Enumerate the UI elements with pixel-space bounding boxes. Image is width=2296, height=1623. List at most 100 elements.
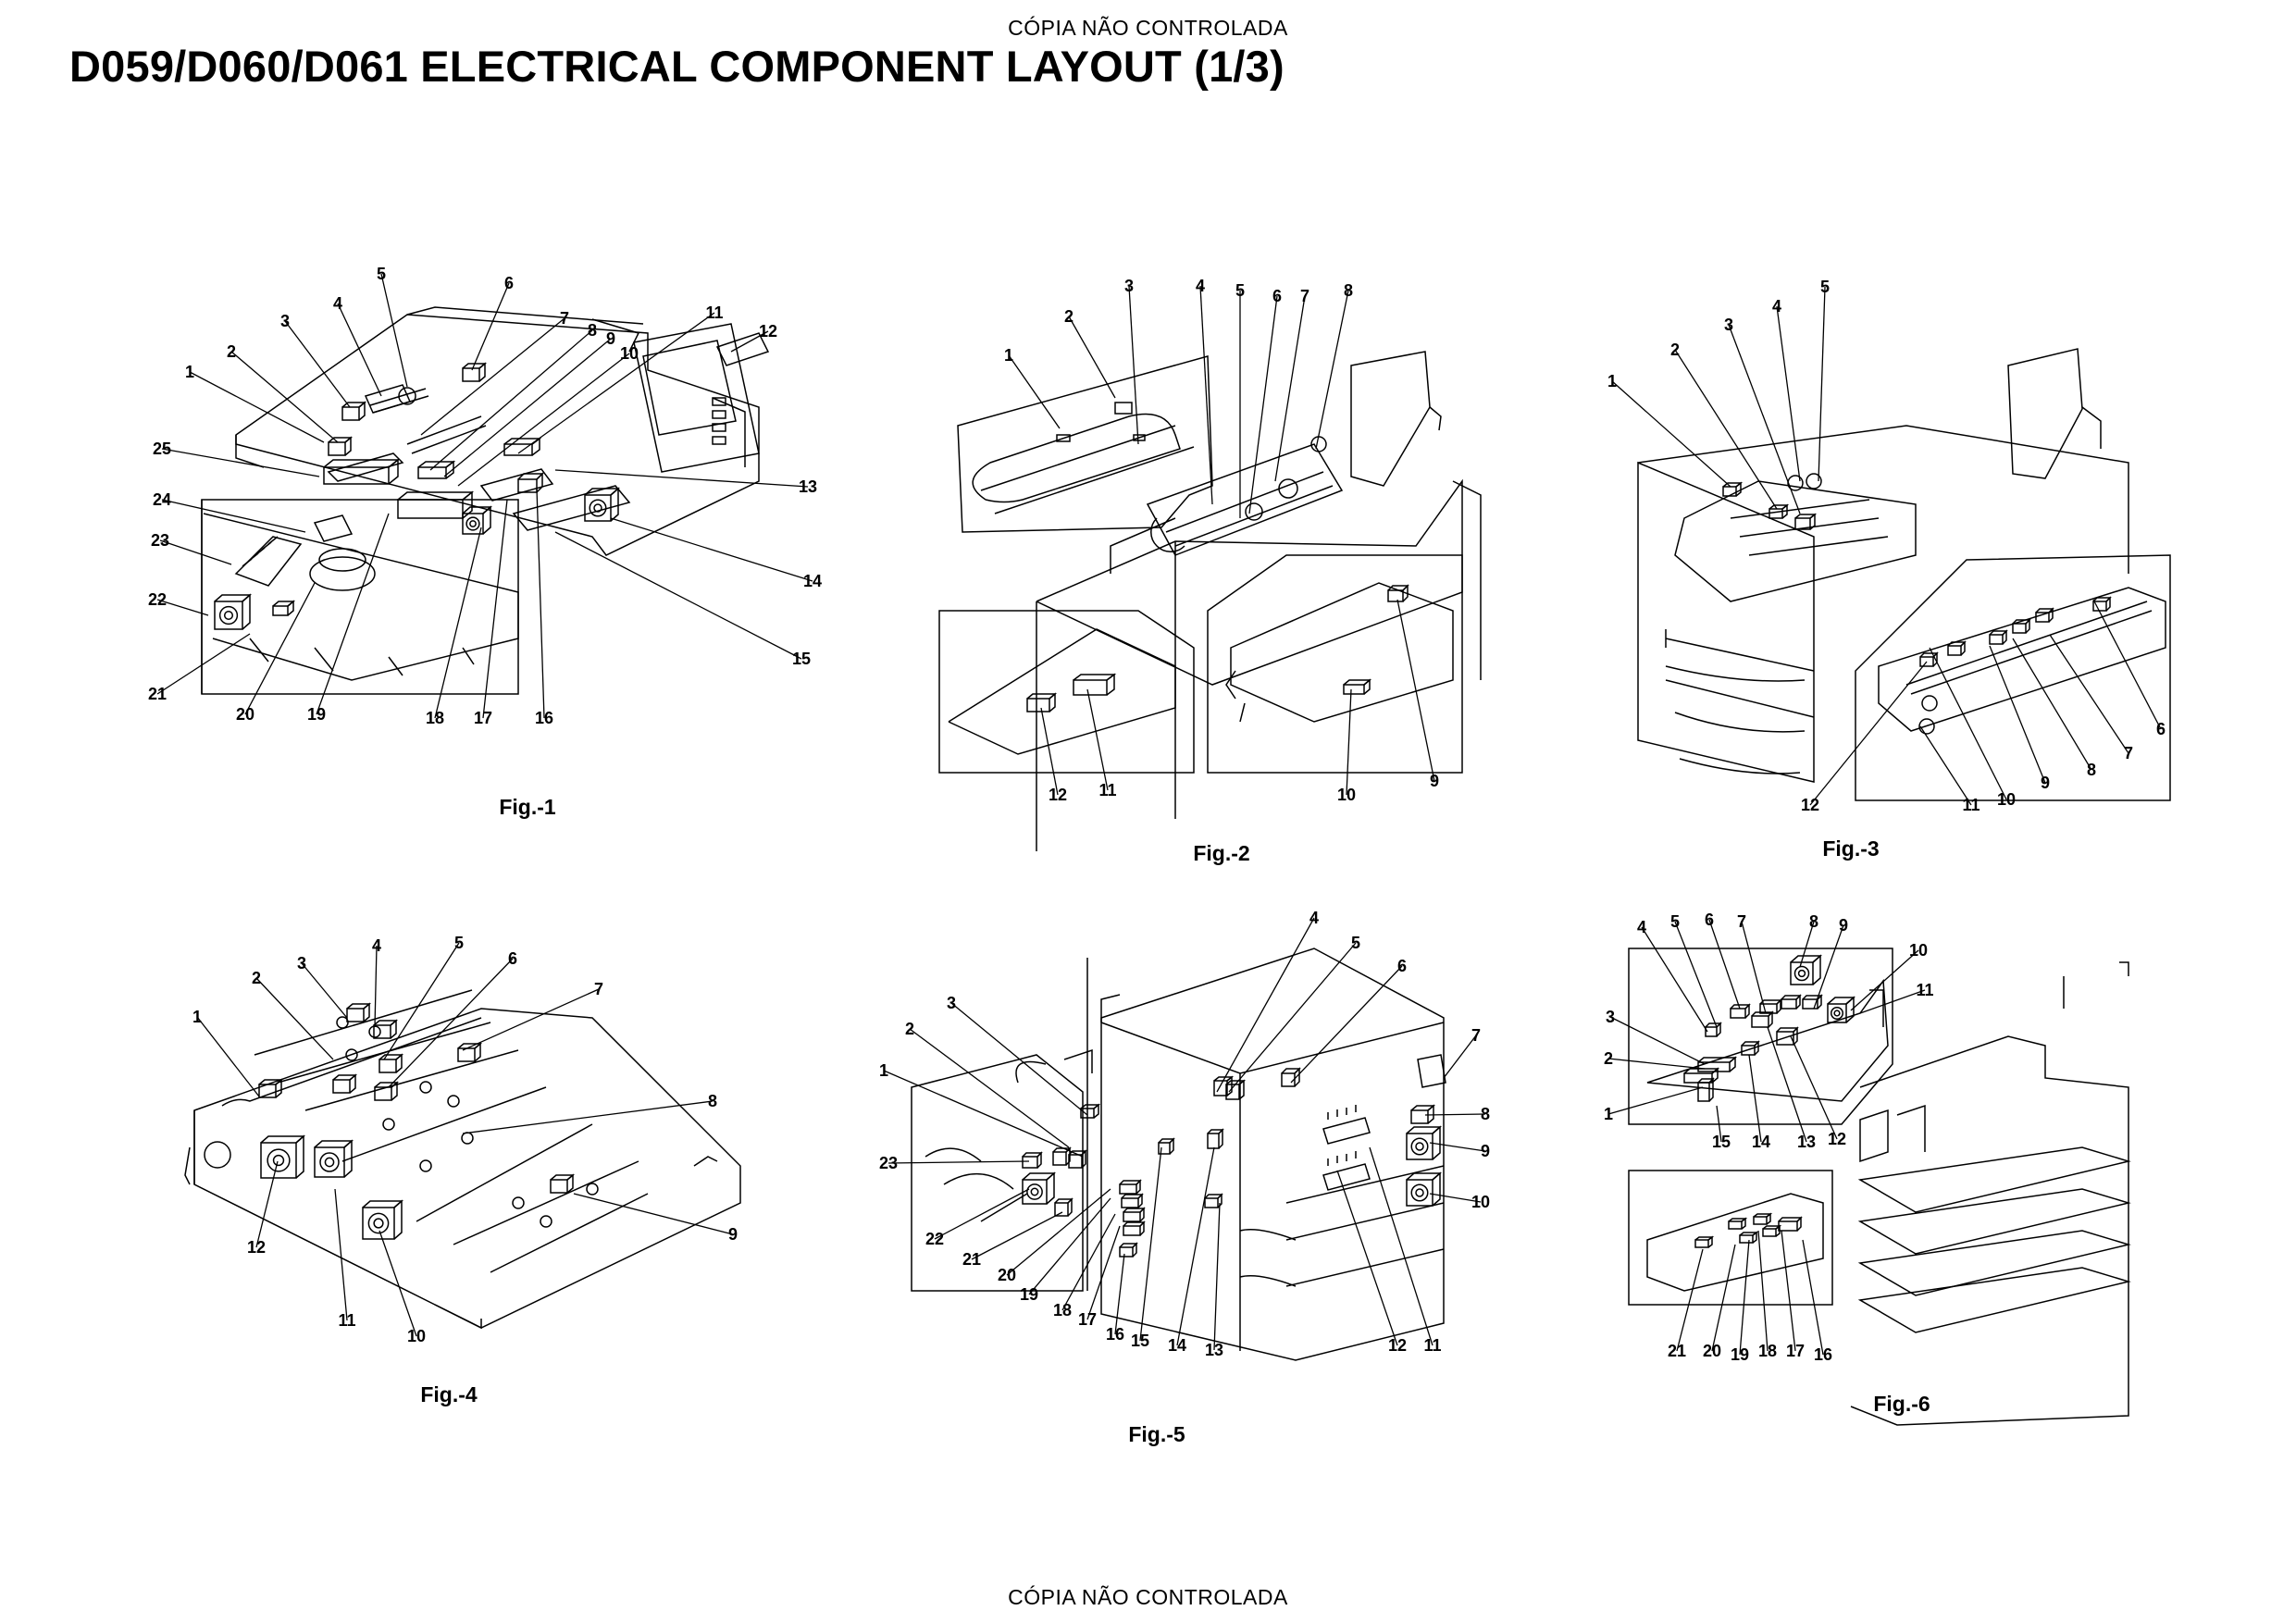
callout-fig6-16: 16: [1814, 1345, 1832, 1364]
callout-fig4-7: 7: [594, 980, 603, 998]
fig2-drawing: [938, 351, 1482, 851]
callout-fig6-11: 11: [1916, 981, 1933, 999]
callout-fig6-19: 19: [1731, 1345, 1749, 1364]
leader-line: [457, 353, 630, 487]
callout-fig6-13: 13: [1797, 1133, 1816, 1151]
callout-fig4-2: 2: [252, 969, 261, 987]
leader-line: [1728, 324, 1801, 514]
leader-line: [471, 282, 510, 371]
callout-fig2-11: 11: [1098, 781, 1116, 799]
leader-line: [934, 1188, 1030, 1240]
callout-fig5-22: 22: [925, 1230, 944, 1248]
figure-caption-6: Fig.-6: [1873, 1392, 1930, 1416]
leader-line: [161, 448, 320, 477]
leader-line: [196, 1016, 260, 1097]
callout-fig3-6: 6: [2156, 720, 2166, 738]
leader-line: [1061, 1213, 1116, 1311]
leader-line: [443, 338, 612, 477]
leader-line: [1274, 295, 1306, 482]
callout-fig6-12: 12: [1828, 1130, 1846, 1148]
callout-fig6-10: 10: [1909, 941, 1928, 960]
fig4-drawing: [184, 989, 741, 1330]
callout-fig3-7: 7: [2124, 744, 2133, 762]
leader-line: [230, 351, 339, 443]
callout-fig2-6: 6: [1272, 287, 1282, 305]
callout-fig1-24: 24: [153, 490, 171, 509]
leader-line: [1424, 1113, 1486, 1116]
leader-line: [950, 1002, 1088, 1116]
callout-fig1-25: 25: [153, 440, 171, 458]
watermark-bottom: CÓPIA NÃO CONTROLADA: [1008, 1585, 1288, 1609]
callout-fig2-8: 8: [1344, 281, 1353, 300]
callout-fig5-23: 23: [879, 1154, 898, 1172]
fig3-drawing: [1637, 348, 2171, 801]
leader-line: [1086, 1225, 1121, 1320]
leader-line: [554, 469, 809, 488]
leader-line: [1429, 1142, 1486, 1152]
callout-fig1-16: 16: [535, 709, 553, 727]
leader-line: [536, 488, 545, 719]
leader-line: [1607, 1058, 1706, 1070]
callout-fig4-1: 1: [192, 1008, 202, 1026]
leader-line: [1114, 1253, 1125, 1335]
leader-line: [730, 330, 769, 353]
leader-line: [161, 499, 306, 533]
leader-line: [1216, 917, 1315, 1093]
leader-line: [388, 958, 514, 1088]
leader-line: [1396, 599, 1435, 782]
leader-line: [1809, 661, 1928, 806]
callout-fig2-1: 1: [1004, 346, 1013, 365]
callout-fig6-6: 6: [1705, 911, 1714, 929]
leader-line: [429, 329, 593, 471]
callout-fig6-2: 2: [1604, 1049, 1613, 1068]
callout-fig1-15: 15: [792, 650, 811, 668]
callout-fig1-3: 3: [280, 312, 290, 330]
callout-fig3-8: 8: [2087, 761, 2096, 779]
callout-fig1-13: 13: [799, 477, 817, 496]
leader-line: [1609, 1016, 1706, 1065]
callout-fig1-4: 4: [333, 294, 342, 313]
callout-fig4-8: 8: [708, 1092, 717, 1110]
callout-fig5-6: 6: [1397, 957, 1407, 975]
leader-line: [1611, 380, 1731, 488]
leader-line: [1813, 924, 1844, 1010]
callout-fig5-1: 1: [879, 1061, 888, 1080]
callout-fig1-9: 9: [606, 329, 615, 348]
leader-line: [1315, 290, 1349, 450]
callout-fig2-4: 4: [1196, 277, 1205, 295]
leader-line: [1228, 942, 1357, 1093]
leader-line: [610, 517, 813, 582]
leader-line: [1213, 1202, 1221, 1351]
callout-fig3-2: 2: [1670, 341, 1680, 359]
leader-line: [554, 531, 802, 660]
callout-fig3-1: 1: [1607, 372, 1617, 390]
leader-line: [1739, 1239, 1750, 1356]
leader-line: [883, 1070, 1084, 1158]
callout-fig5-20: 20: [998, 1266, 1016, 1284]
leader-line: [244, 582, 316, 715]
leader-line: [434, 527, 482, 719]
callout-fig1-12: 12: [759, 322, 777, 341]
leader-line: [334, 1188, 348, 1321]
callout-fig1-1: 1: [185, 363, 194, 381]
callout-fig4-4: 4: [372, 936, 381, 955]
leader-line: [1859, 989, 1926, 1014]
callout-fig1-7: 7: [560, 309, 569, 328]
leader-line: [284, 320, 351, 408]
leader-line: [1443, 1035, 1477, 1079]
callout-fig5-9: 9: [1481, 1142, 1490, 1160]
leader-line: [462, 988, 600, 1051]
callout-fig5-11: 11: [1423, 1336, 1441, 1355]
callout-fig3-11: 11: [1962, 796, 1980, 814]
callout-fig5-7: 7: [1471, 1026, 1481, 1045]
leader-line: [887, 1160, 1030, 1164]
leader-line: [1086, 688, 1109, 791]
leader-line: [156, 633, 251, 695]
leader-line: [462, 1100, 714, 1134]
callout-fig5-18: 18: [1053, 1301, 1072, 1319]
fig1-drawing: [201, 306, 770, 695]
callout-fig3-5: 5: [1820, 278, 1830, 296]
callout-fig5-13: 13: [1205, 1341, 1223, 1359]
leader-line: [1674, 921, 1718, 1028]
